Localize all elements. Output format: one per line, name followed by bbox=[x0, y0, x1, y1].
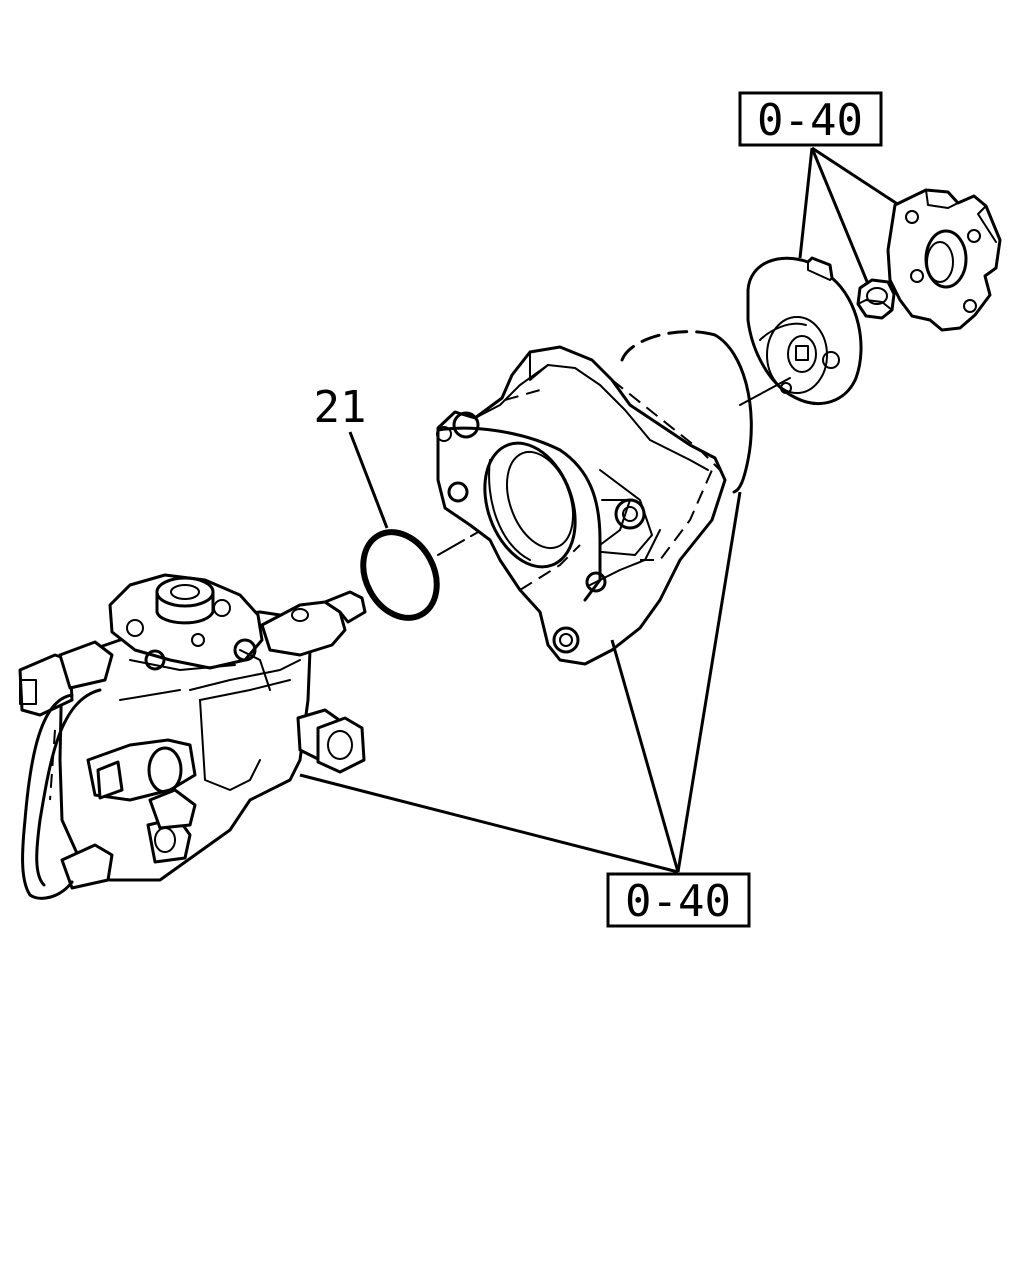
callout-top-ref-label: 0-40 bbox=[757, 95, 863, 146]
callout-top-ref[interactable]: 0-40 bbox=[738, 91, 883, 147]
o-ring-21 bbox=[360, 529, 440, 621]
callout-bottom-ref-label: 0-40 bbox=[625, 876, 731, 927]
leader-lines-top bbox=[798, 146, 903, 285]
callout-bottom-ref[interactable]: 0-40 bbox=[606, 872, 751, 928]
callout-oring-number[interactable]: 21 bbox=[314, 382, 367, 433]
leader-lines-bottom bbox=[299, 491, 742, 874]
fuel-injection-pump bbox=[18, 573, 367, 900]
drive-hub bbox=[746, 256, 863, 405]
mounting-bracket bbox=[436, 345, 727, 666]
callout-oring-number-label: 21 bbox=[314, 382, 367, 433]
large-o-ring bbox=[620, 330, 753, 494]
hex-nut bbox=[856, 278, 896, 320]
coupling-flange bbox=[886, 188, 1002, 332]
leader-line-21 bbox=[348, 431, 389, 529]
